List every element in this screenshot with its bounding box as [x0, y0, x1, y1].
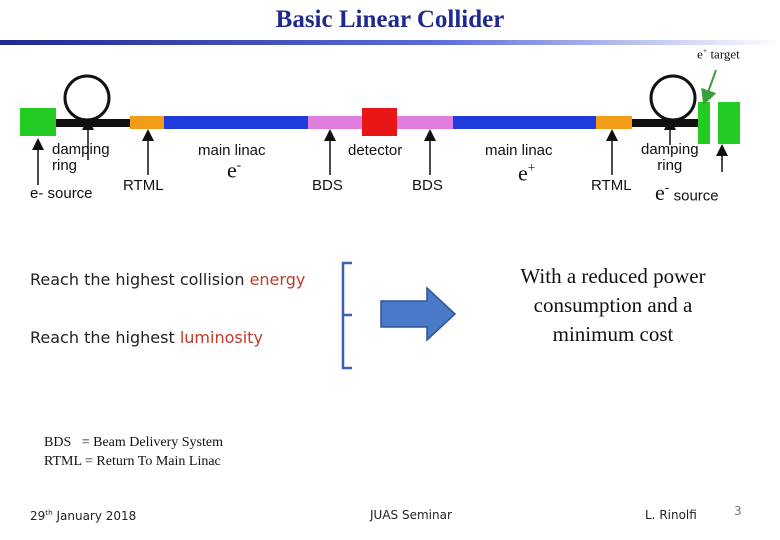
rtml-left-block [130, 116, 164, 129]
main-linac-left-block [164, 116, 308, 129]
detector-label: detector [348, 142, 403, 159]
electron-source-block [20, 108, 56, 136]
definition-bds: BDS = Beam Delivery System [44, 435, 223, 450]
target-arrow [701, 69, 717, 106]
rtml-right-label: RTML [591, 177, 632, 194]
detector-block [362, 108, 397, 136]
positron-source-block [718, 102, 740, 144]
footer-event: JUAS Seminar [370, 508, 452, 522]
footer-date: 29th January 2018 [30, 508, 137, 523]
damping-ring-left-label: damping ring [52, 141, 110, 174]
positron-label: e+ [518, 160, 536, 186]
main-linac-right-label: main linac [485, 142, 553, 159]
result-arrow [380, 286, 457, 342]
positron-target-block [698, 102, 710, 144]
page-number: 3 [734, 504, 742, 518]
main-linac-left-label: main linac [198, 142, 266, 159]
goal-luminosity: Reach the highest luminosity [30, 328, 263, 347]
electron-label: e- [227, 157, 242, 183]
bds-right-block [397, 116, 453, 129]
damping-ring-right [649, 74, 697, 122]
rtml-right-block [596, 116, 632, 129]
title-underline [0, 40, 780, 45]
bds-left-block [308, 116, 364, 129]
rtml-left-label: RTML [123, 177, 164, 194]
footer-author: L. Rinolfi [645, 508, 697, 522]
bds-left-label: BDS [312, 177, 343, 194]
damping-ring-right-label: damping ring [641, 141, 699, 174]
damping-ring-left [63, 74, 111, 122]
target-label: e+ target [697, 46, 740, 62]
result-text: With a reduced power consumption and a m… [520, 264, 706, 346]
definition-rtml: RTML = Return To Main Linac [44, 454, 221, 469]
goal-energy: Reach the highest collision energy [30, 270, 306, 289]
electron-source-label: e- source [30, 185, 93, 202]
main-linac-right-block [453, 116, 596, 129]
positron-source-label: e- source [655, 180, 719, 206]
bds-right-label: BDS [412, 177, 443, 194]
goals-bracket [341, 261, 352, 370]
page-title: Basic Linear Collider [275, 6, 505, 33]
